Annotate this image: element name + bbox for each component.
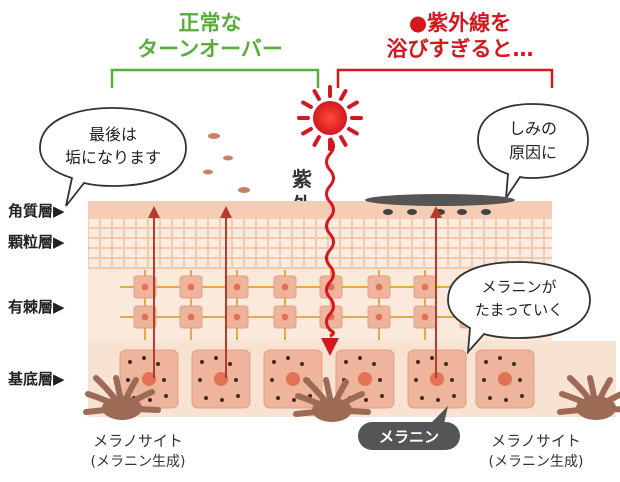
bubble-mid-line1: メラニンが <box>481 278 556 296</box>
label-stratum-spinosum: 有棘層▶ <box>8 298 65 316</box>
uv-ray-arrow <box>325 137 335 338</box>
spinous-cell <box>367 275 391 299</box>
pigment-spot <box>365 194 515 206</box>
melanocyte <box>557 375 620 420</box>
svg-text:紫: 紫 <box>292 167 312 191</box>
uv-exposure-title: ●紫外線を 浴びすぎると… <box>387 11 534 61</box>
basal-cell <box>263 349 323 409</box>
normal-bracket <box>110 68 320 88</box>
bubble-right-line2: 原因に <box>509 143 557 162</box>
spinous-cell <box>133 305 157 329</box>
bubble-right-line1: しみの <box>509 119 557 138</box>
skin-flakes <box>203 133 250 193</box>
melanocytes <box>83 375 620 422</box>
spinous-cell <box>367 305 391 329</box>
bubble-left-line1: 最後は <box>89 125 137 144</box>
uv-ray-arrowhead <box>321 338 339 356</box>
svg-text:メラノサイト: メラノサイト <box>491 432 581 450</box>
bubble-left-line2: 垢になります <box>65 148 161 167</box>
melanocyte-caption-left: メラノサイト (メラニン生成) <box>91 432 186 470</box>
basal-cells <box>119 349 535 409</box>
label-stratum-granulosum: 顆粒層▶ <box>8 233 65 251</box>
svg-text:(メラニン生成): (メラニン生成) <box>489 454 584 470</box>
bubble-becomes-dirt: 最後は 垢になります <box>39 107 187 207</box>
svg-text:(メラニン生成): (メラニン生成) <box>91 454 186 470</box>
basal-cell <box>475 349 535 409</box>
svg-text:メラノサイト: メラノサイト <box>93 432 183 450</box>
uv-title-line2: 浴びすぎると… <box>387 37 534 61</box>
bubble-melanin-accumulates: メラニンが たまっていく <box>447 261 591 355</box>
spinous-cell <box>273 275 297 299</box>
basal-cell <box>191 349 251 409</box>
spinous-cell <box>225 275 249 299</box>
melanocyte <box>83 375 161 420</box>
uv-title-line1: ●紫外線を <box>409 11 511 35</box>
turnover-arrows <box>148 206 442 378</box>
layer-labels: 角質層▶ 顆粒層▶ 有棘層▶ 基底層▶ <box>7 202 65 388</box>
normal-title-line2: ターンオーバー <box>137 37 283 61</box>
label-stratum-basale: 基底層▶ <box>7 370 65 388</box>
basal-cell <box>119 349 179 409</box>
spinous-cell <box>225 305 249 329</box>
spinous-cell <box>319 305 343 329</box>
turnover-arrow <box>148 206 160 378</box>
spinous-cell <box>413 275 437 299</box>
spinous-cell <box>179 305 203 329</box>
melanocyte-caption-right: メラノサイト (メラニン生成) <box>489 432 584 470</box>
spinous-cell <box>179 275 203 299</box>
normal-title-line1: 正常な <box>179 11 242 35</box>
bubble-cause-of-spots: しみの 原因に <box>477 103 589 199</box>
spinous-cell <box>413 305 437 329</box>
turnover-arrow <box>430 206 442 378</box>
melanin-pill: メラニン <box>358 406 460 450</box>
basal-cell <box>407 349 467 409</box>
melanin-pill-label: メラニン <box>379 428 439 446</box>
bubble-mid-line2: たまっていく <box>475 301 563 319</box>
surface-melanin <box>383 209 491 215</box>
normal-turnover-title: 正常な ターンオーバー <box>137 11 283 61</box>
basal-cell <box>335 349 395 409</box>
spinous-cell <box>133 275 157 299</box>
uv-bracket <box>336 68 554 88</box>
spinous-cell <box>273 305 297 329</box>
turnover-arrow <box>220 206 232 378</box>
label-stratum-corneum: 角質層▶ <box>8 202 65 220</box>
sun-icon <box>297 85 363 151</box>
melanocyte <box>293 377 371 422</box>
